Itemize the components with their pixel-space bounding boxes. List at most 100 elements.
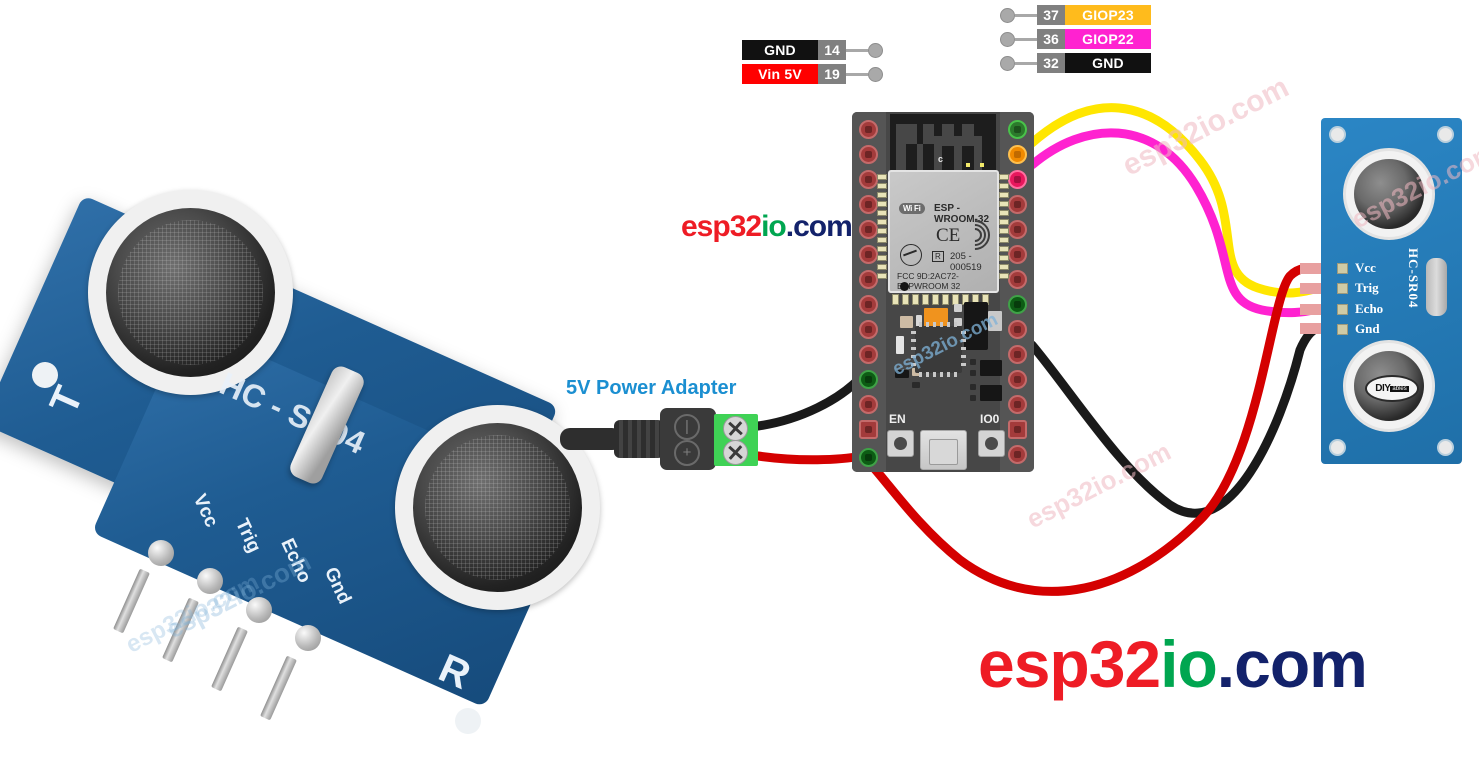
component: [896, 336, 904, 354]
pin-right-11: [1008, 370, 1027, 389]
label-dot: [1000, 31, 1015, 47]
pin-left-gnd-14: [859, 370, 878, 389]
pad-gnd: [1337, 324, 1348, 335]
label-dot: [868, 66, 883, 82]
fcc-text: FCC 9D:2AC72-ESPWROOM 32: [897, 271, 961, 291]
antenna-mark: c: [938, 154, 944, 164]
pin-left-6: [859, 245, 878, 264]
right-pin-header: [1000, 112, 1034, 472]
label-lead: [1015, 13, 1037, 17]
label-pin-number: 19: [818, 64, 846, 84]
label-gnd-14: GND 14: [742, 40, 883, 60]
component: [912, 382, 920, 388]
pin-left-2: [859, 145, 878, 164]
pin-left-5: [859, 220, 878, 239]
label-name: GND: [1065, 53, 1151, 73]
label-lead: [1015, 37, 1037, 41]
wire-ferrules: [1300, 263, 1322, 334]
pin-right-12: [1008, 395, 1027, 414]
logo-part-3: .com: [1216, 627, 1368, 701]
label-pin-number: 32: [1037, 53, 1065, 73]
pin-right-4: [1008, 195, 1027, 214]
logo-text: DIY: [1375, 383, 1391, 394]
component: [954, 318, 962, 326]
pin-right-6: [1008, 245, 1027, 264]
transducer-t: [88, 190, 293, 395]
crystal-oscillator: [1426, 258, 1447, 316]
module-name: ESP - WROOM-32: [934, 203, 989, 225]
pin-right-1: [1008, 120, 1027, 139]
solder-pad: [246, 597, 272, 623]
pin-left-12: [859, 395, 878, 414]
pin-right-giop23-37: [1008, 145, 1027, 164]
solder-pad: [295, 625, 321, 651]
pin-right-10: [1008, 345, 1027, 364]
pin-left-7: [859, 270, 878, 289]
wire-giop23-trig: [1027, 103, 1323, 298]
wire-vcc-sensor: [857, 263, 1323, 596]
wire-adapter-gnd: [753, 371, 867, 431]
component: [970, 370, 976, 376]
logo-sub: ables: [1390, 385, 1409, 392]
polarity-inner: |: [674, 414, 700, 440]
component: [970, 384, 976, 390]
button-io0[interactable]: [978, 430, 1005, 457]
pin-right-9: [1008, 320, 1027, 339]
component: [954, 304, 962, 312]
polarity-outer: +: [674, 440, 700, 466]
pad-vcc: [1337, 263, 1348, 274]
usb-uart-ic: [911, 322, 966, 377]
pin-left-9: [859, 320, 878, 339]
module-pads-right: [999, 174, 1009, 279]
label-name: GND: [742, 40, 818, 60]
ce-mark-icon: CE: [936, 225, 961, 246]
r-mark: R: [932, 251, 944, 262]
pin-right-5: [1008, 220, 1027, 239]
label-lead: [846, 48, 868, 52]
mounting-hole-2: [455, 708, 481, 734]
pin-right-gnd-32: [1008, 295, 1027, 314]
label-giop23-37: 37 GIOP23: [1000, 5, 1151, 25]
logo-main: esp32io.com: [978, 626, 1368, 702]
label-name: GIOP22: [1065, 29, 1151, 49]
adapter-plug-body: | +: [660, 408, 716, 470]
button-label-io0: IO0: [980, 412, 1000, 426]
pad-trig: [1337, 283, 1348, 294]
pcb-antenna: c: [890, 114, 996, 170]
terminal-screw-negative: [723, 416, 748, 441]
esp32-devkit-board: c Wi Fi ESP - WROOM-32 CE R 205 - 000519…: [852, 112, 1034, 472]
solder-pad: [148, 540, 174, 566]
label-name: GIOP23: [1065, 5, 1151, 25]
module-part-name: HC-SR04: [1406, 248, 1421, 309]
power-adapter-label: 5V Power Adapter: [566, 377, 737, 399]
logo-part-3: .com: [785, 210, 853, 243]
pin-left-4: [859, 195, 878, 214]
button-en[interactable]: [887, 430, 914, 457]
wire-adapter-vin: [753, 451, 867, 465]
left-pin-header: [852, 112, 886, 472]
pin-label-trig: Trig: [1355, 280, 1379, 295]
label-giop22-36: 36 GIOP22: [1000, 29, 1151, 49]
regulator: [964, 302, 988, 350]
module-pads-left: [877, 174, 887, 279]
label-dot: [1000, 7, 1015, 23]
pin-left-vin-19: [859, 448, 878, 467]
certification-icon: [900, 244, 922, 266]
component: [970, 359, 976, 365]
pin-right-14: [1008, 445, 1027, 464]
pin-left-13: [859, 420, 878, 439]
component: [988, 311, 1002, 331]
pin-left-8: [859, 295, 878, 314]
pin-left-3: [859, 170, 878, 189]
adapter-strain-relief: [614, 420, 664, 458]
label-lead: [846, 72, 868, 76]
label-vin5v-19: Vin 5V 19: [742, 64, 883, 84]
mount-hole-tl: [1329, 126, 1346, 143]
component: [970, 395, 976, 401]
pin-label-vcc: Vcc: [1355, 260, 1376, 275]
terminal-screw-positive: [723, 440, 748, 465]
label-pin-number: 37: [1037, 5, 1065, 25]
